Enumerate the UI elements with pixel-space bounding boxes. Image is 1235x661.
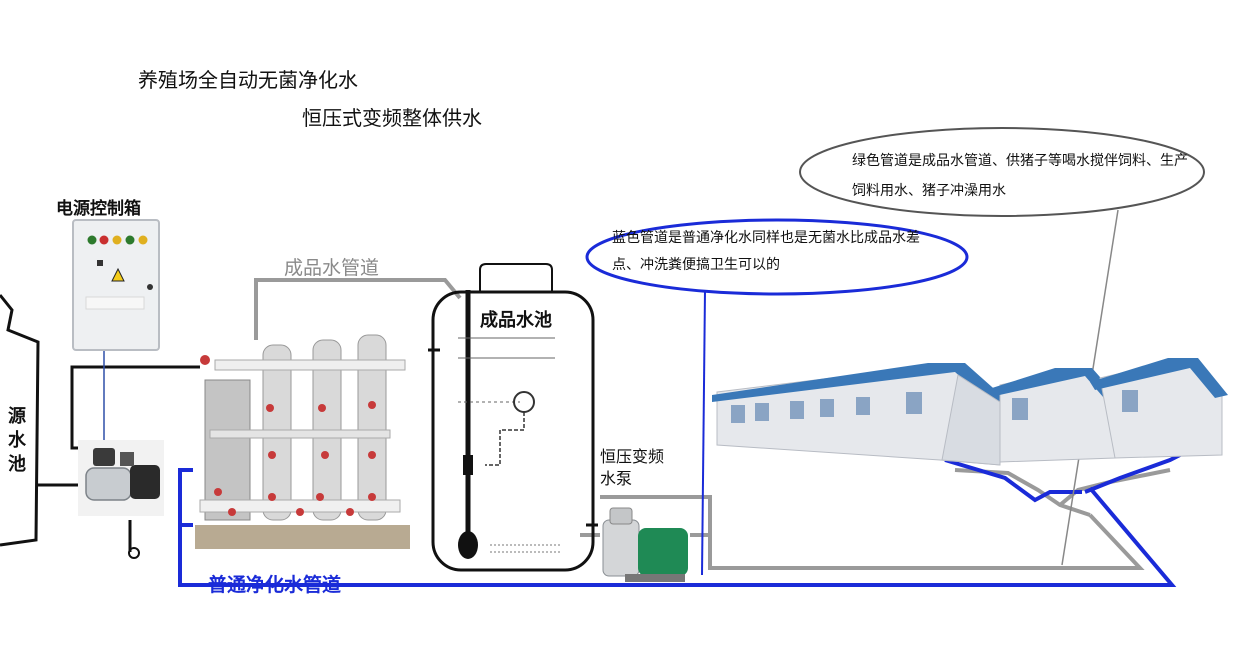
normal-water-pipe	[178, 453, 1181, 587]
green-pipe-note: 绿色管道是成品水管道、供猪子等喝水搅伴饲料、生产饲料用水、猪子冲澡用水	[852, 153, 1188, 199]
power-control-box	[72, 219, 160, 351]
blue-note-leader	[701, 289, 706, 576]
barn-1	[712, 363, 1010, 466]
product-tank	[431, 263, 595, 572]
product-water-pipe-label: 成品水管道	[284, 257, 380, 279]
drain-icon	[128, 547, 140, 559]
blue-pipe-note: 蓝色管道是普通净化水同样也是无菌水比成品水差点、冲洗粪便搞卫生可以的	[612, 230, 920, 273]
source-pump	[78, 440, 164, 516]
source-tank-label: 源水池	[8, 406, 26, 475]
title-line-1: 养殖场全自动无菌净化水	[138, 68, 358, 92]
green-note-ellipse	[799, 127, 1205, 217]
title-line-2: 恒压式变频整体供水	[302, 106, 482, 130]
vfd-pump	[602, 507, 688, 582]
source-water-tank	[0, 294, 40, 547]
vfd-pump-label: 恒压变频水泵	[600, 447, 665, 488]
barn-3	[1090, 358, 1228, 459]
float-valve-icon	[513, 391, 535, 413]
filtration-unit	[195, 334, 410, 549]
warning-icon	[111, 267, 125, 282]
product-water-tank-label: 成品水池	[480, 310, 552, 331]
barn-2	[992, 368, 1122, 463]
normal-water-pipe-label: 普通净化水管道	[208, 574, 342, 596]
blue-note-ellipse	[585, 218, 969, 296]
control-box-label: 电源控制箱	[56, 199, 141, 219]
